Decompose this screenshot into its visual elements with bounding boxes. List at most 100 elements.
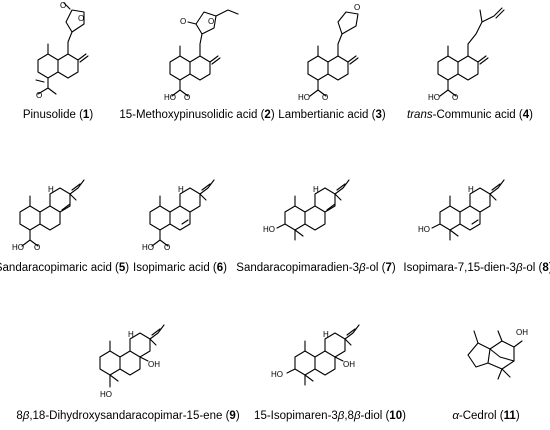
caption-compound-11: α-Cedrol (11) [452, 410, 519, 422]
atom-label-o: O [60, 1, 66, 10]
caption-fragment: 6 [216, 262, 224, 274]
caption-fragment: ) [529, 109, 533, 121]
atom-label-o: O [36, 91, 42, 100]
atom-label-h: H [468, 185, 474, 194]
caption-fragment: 8 [542, 262, 549, 274]
pinusolide-structure-drawing: O O O [35, 1, 89, 100]
structure-9-dihydroxysandaracopimarene: H OH HO [60, 305, 210, 410]
isopimarenediol-structure-drawing: H OH HO [271, 324, 360, 386]
structure-1-pinusolide: O O O [0, 0, 130, 100]
atom-label-o: O [184, 93, 190, 102]
caption-fragment: 11 [503, 410, 516, 422]
caption-fragment: β [515, 262, 523, 274]
atom-label-o: O [180, 17, 186, 26]
caption-compound-9: 8β,18-Dihydroxysandaracopimar-15-ene (9) [16, 410, 239, 422]
caption-fragment: β [353, 410, 361, 422]
caption-fragment: ) [381, 109, 386, 121]
caption-fragment: -diol ( [360, 410, 390, 422]
atom-label-h: H [128, 330, 134, 339]
atom-label-ho: HO [12, 243, 24, 252]
caption-fragment: 10 [389, 410, 403, 422]
atom-label-ho: HO [298, 93, 310, 102]
caption-compound-2: 15-Methoxypinusolidic acid (2) [119, 109, 274, 121]
caption-fragment: 1 [82, 109, 90, 121]
caption-fragment: -Communic acid ( [432, 109, 523, 121]
structure-3-lambertianic-acid: O HO O [280, 0, 400, 102]
atom-label-o: O [164, 243, 170, 252]
atom-label-o: O [78, 14, 84, 23]
atom-label-oh: OH [516, 328, 528, 337]
structure-10-isopimarenediol: H OH HO [255, 305, 405, 410]
structure-5-sandaracopimaric-acid: H HO O [0, 150, 130, 260]
isopimaradienol-structure-drawing: H HO [418, 179, 505, 241]
caption-fragment: 3 [375, 109, 382, 121]
caption-fragment: -Cedrol ( [458, 410, 504, 422]
atom-label-o: O [354, 3, 360, 12]
caption-fragment: β [22, 410, 30, 422]
caption-fragment: Lambertianic acid ( [278, 109, 376, 121]
caption-compound-7: Sandaracopimaradien-3β-ol (7) [236, 262, 395, 274]
atom-label-ho: HO [263, 225, 275, 234]
caption-fragment: ) [223, 262, 227, 274]
caption-fragment: ,8 [344, 410, 354, 422]
caption-fragment: trans [407, 109, 433, 121]
caption-fragment: 4 [522, 109, 530, 121]
atom-label-o: O [34, 243, 40, 252]
structure-7-sandaracopimaradienol: H HO [245, 150, 395, 260]
caption-fragment: ) [235, 410, 240, 422]
isopimaric-acid-structure-drawing: H HO O [142, 179, 215, 252]
atom-label-oh: OH [343, 360, 355, 369]
dihydroxysandaracopimarene-structure-drawing: H OH HO [99, 324, 165, 399]
methoxypinusolidic-acid-structure-drawing: O O HO O [164, 9, 239, 102]
caption-compound-5: Sandaracopimaric acid (5) [0, 262, 129, 274]
caption-fragment: ,18-Dihydroxysandaracopimar-15-ene ( [29, 410, 230, 422]
lambertianic-acid-structure-drawing: O HO O [298, 3, 360, 102]
sandaracopimaradienol-structure-drawing: H HO [263, 179, 350, 241]
atom-label-ho: HO [142, 243, 154, 252]
atom-label-o: O [452, 93, 458, 102]
caption-fragment: ) [515, 410, 520, 422]
caption-fragment: Sandaracopimaric acid ( [0, 262, 119, 274]
caption-fragment: Pinusolide ( [22, 109, 83, 121]
alpha-cedrol-structure-drawing: OH [467, 328, 528, 380]
caption-compound-6: Isopimaric acid (6) [133, 262, 227, 274]
caption-compound-4: trans-Communic acid (4) [407, 109, 533, 121]
caption-fragment: 2 [264, 109, 271, 121]
atom-label-h: H [313, 185, 319, 194]
structure-4-trans-communic-acid: HO O [410, 0, 540, 102]
atom-label-o: O [322, 93, 328, 102]
caption-fragment: -ol ( [365, 262, 386, 274]
caption-fragment: 5 [118, 262, 126, 274]
caption-fragment: β [359, 262, 366, 274]
atom-label-oh: OH [148, 360, 160, 369]
atom-label-o: O [208, 17, 214, 26]
sandaracopimaric-acid-structure-drawing: H HO O [12, 179, 85, 252]
atom-label-ho: HO [271, 370, 283, 379]
caption-fragment: 15-Methoxypinusolidic acid ( [119, 109, 265, 121]
caption-fragment: 7 [385, 262, 392, 274]
atom-label-ho: HO [164, 93, 176, 102]
caption-fragment: ) [402, 410, 406, 422]
caption-compound-10: 15-Isopimaren-3β,8β-diol (10) [254, 410, 406, 422]
structure-2-methoxypinusolidic-acid: O O HO O [140, 0, 270, 102]
caption-fragment: β [337, 410, 345, 422]
atom-label-h: H [323, 330, 329, 339]
caption-fragment: Isopimara-7,15-dien-3 [403, 262, 516, 274]
atom-label-ho: HO [418, 225, 430, 234]
caption-fragment: Isopimaric acid ( [133, 262, 217, 274]
atom-label-h: H [48, 185, 54, 194]
structure-11-alpha-cedrol: OH [440, 305, 550, 410]
structure-6-isopimaric-acid: H HO O [130, 150, 240, 260]
caption-compound-3: Lambertianic acid (3) [278, 109, 385, 121]
caption-fragment: ) [391, 262, 396, 274]
trans-communic-acid-structure-drawing: HO O [428, 7, 505, 102]
caption-fragment: 8 [16, 410, 23, 422]
caption-fragment: α [452, 410, 459, 422]
caption-fragment: 9 [229, 410, 236, 422]
caption-fragment: ) [89, 109, 94, 121]
caption-compound-8: Isopimara-7,15-dien-3β-ol (8) [403, 262, 550, 274]
caption-compound-1: Pinusolide (1) [23, 109, 93, 121]
structure-8-isopimaradienol: H HO [400, 150, 550, 260]
caption-fragment: Sandaracopimaradien-3 [236, 262, 360, 274]
